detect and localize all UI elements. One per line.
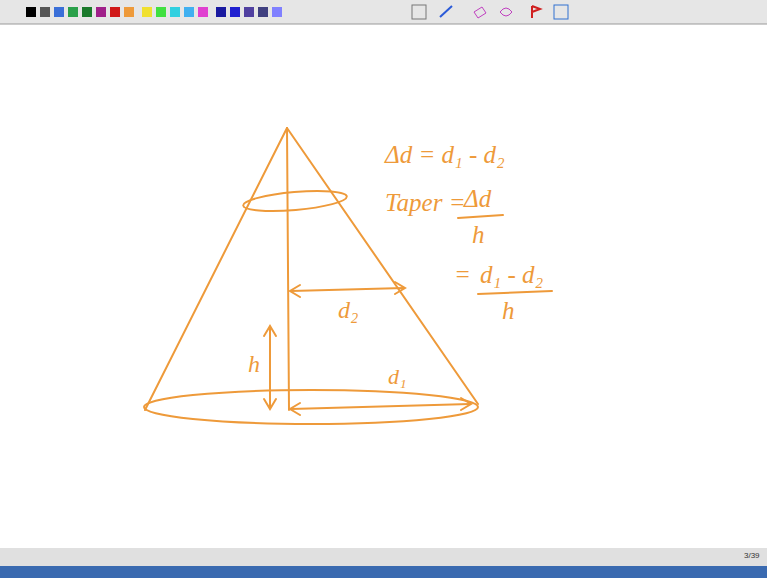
toolbar-edge (0, 24, 767, 25)
section-ellipse (242, 188, 347, 215)
arrowhead (395, 282, 405, 294)
cone-side (287, 128, 478, 404)
fraction-bar (478, 291, 552, 294)
status-bar (0, 548, 767, 578)
equation-text: = (452, 262, 473, 287)
d1-arrow (291, 404, 470, 409)
denominator: h (470, 222, 487, 247)
equation-text: Taper = (383, 190, 468, 215)
arrowhead (290, 403, 300, 415)
taskbar (0, 566, 767, 578)
denominator: h (500, 298, 517, 323)
equation-text: Δd = d₁ - d₂ (383, 142, 507, 167)
arrowhead (264, 326, 276, 336)
cone-axis (287, 128, 289, 410)
tool-icons (412, 5, 568, 19)
toolbar (0, 0, 767, 24)
arrowhead (264, 399, 276, 409)
numerator: d₁ - d₂ (478, 262, 545, 287)
cone-drawing (144, 128, 552, 424)
dimension-label: d₁ (386, 366, 409, 388)
cone-side (145, 128, 287, 410)
dimension-label: h (246, 352, 262, 376)
base-ellipse (144, 390, 478, 424)
numerator: Δd (462, 186, 493, 211)
dimension-label: d₂ (336, 298, 360, 322)
color-palette (26, 7, 282, 17)
d2-arrow (291, 288, 404, 291)
fraction-bar (458, 215, 503, 218)
arrowhead (290, 285, 300, 297)
height-arrow (269, 327, 271, 408)
page-number: 3/39 (742, 552, 762, 560)
arrowhead (461, 398, 471, 410)
